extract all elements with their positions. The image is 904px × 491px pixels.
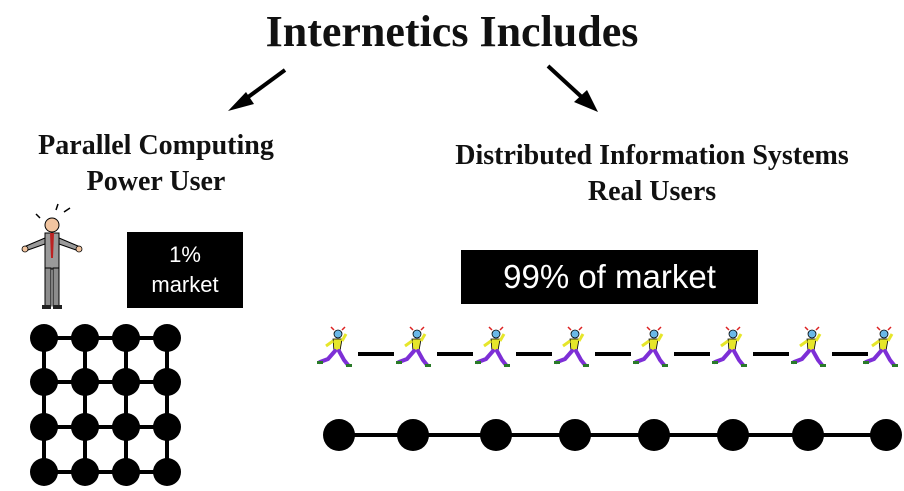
runner-clipart-icon — [552, 325, 591, 369]
bus-node — [638, 419, 670, 451]
mesh-node — [71, 413, 99, 441]
power-user-heading-line2: Power User — [86, 166, 226, 197]
real-users-heading-line2: Real Users — [587, 176, 717, 207]
parallel-computing-heading-line1: Parallel Computing — [38, 130, 274, 161]
one-percent-value: 1% — [169, 242, 201, 267]
distributed-bus-line — [323, 419, 902, 451]
mesh-node — [112, 413, 140, 441]
parallel-mesh-grid — [30, 324, 181, 486]
mesh-node — [30, 368, 58, 396]
mesh-node — [30, 458, 58, 486]
mesh-node — [71, 458, 99, 486]
runner-clipart-icon — [710, 325, 749, 369]
bus-node — [792, 419, 824, 451]
mesh-node — [153, 458, 181, 486]
market-label: market — [151, 272, 219, 297]
mesh-node — [30, 324, 58, 352]
runner-clipart-icon — [789, 325, 828, 369]
mesh-node — [112, 324, 140, 352]
bus-node — [870, 419, 902, 451]
distributed-systems-heading: Distributed Information Systems Real Use… — [400, 138, 904, 210]
mesh-node — [112, 368, 140, 396]
runner-clipart-icon — [315, 325, 354, 369]
one-percent-market-badge: 1% market — [127, 232, 243, 308]
bus-node — [397, 419, 429, 451]
mesh-node — [153, 368, 181, 396]
bus-node — [559, 419, 591, 451]
arrow-down-left-icon — [228, 68, 287, 111]
bus-node — [480, 419, 512, 451]
runner-clipart-icon — [473, 325, 512, 369]
mesh-node — [112, 458, 140, 486]
runner-clipart-icon — [394, 325, 433, 369]
bus-node — [323, 419, 355, 451]
page-title: Internetics Includes — [265, 7, 639, 56]
mesh-node — [71, 368, 99, 396]
mesh-node — [71, 324, 99, 352]
mesh-node — [153, 413, 181, 441]
mesh-node — [153, 324, 181, 352]
bus-node — [717, 419, 749, 451]
mesh-node — [30, 413, 58, 441]
arrow-down-right-icon — [546, 64, 598, 112]
ninety-nine-percent-market-badge: 99% of market — [461, 250, 758, 304]
runner-clipart-icon — [861, 325, 900, 369]
businessman-clipart-icon — [21, 203, 83, 309]
distributed-systems-heading-line1: Distributed Information Systems — [455, 140, 849, 171]
runner-clipart-icon — [631, 325, 670, 369]
parallel-computing-heading: Parallel Computing Power User — [0, 128, 312, 200]
